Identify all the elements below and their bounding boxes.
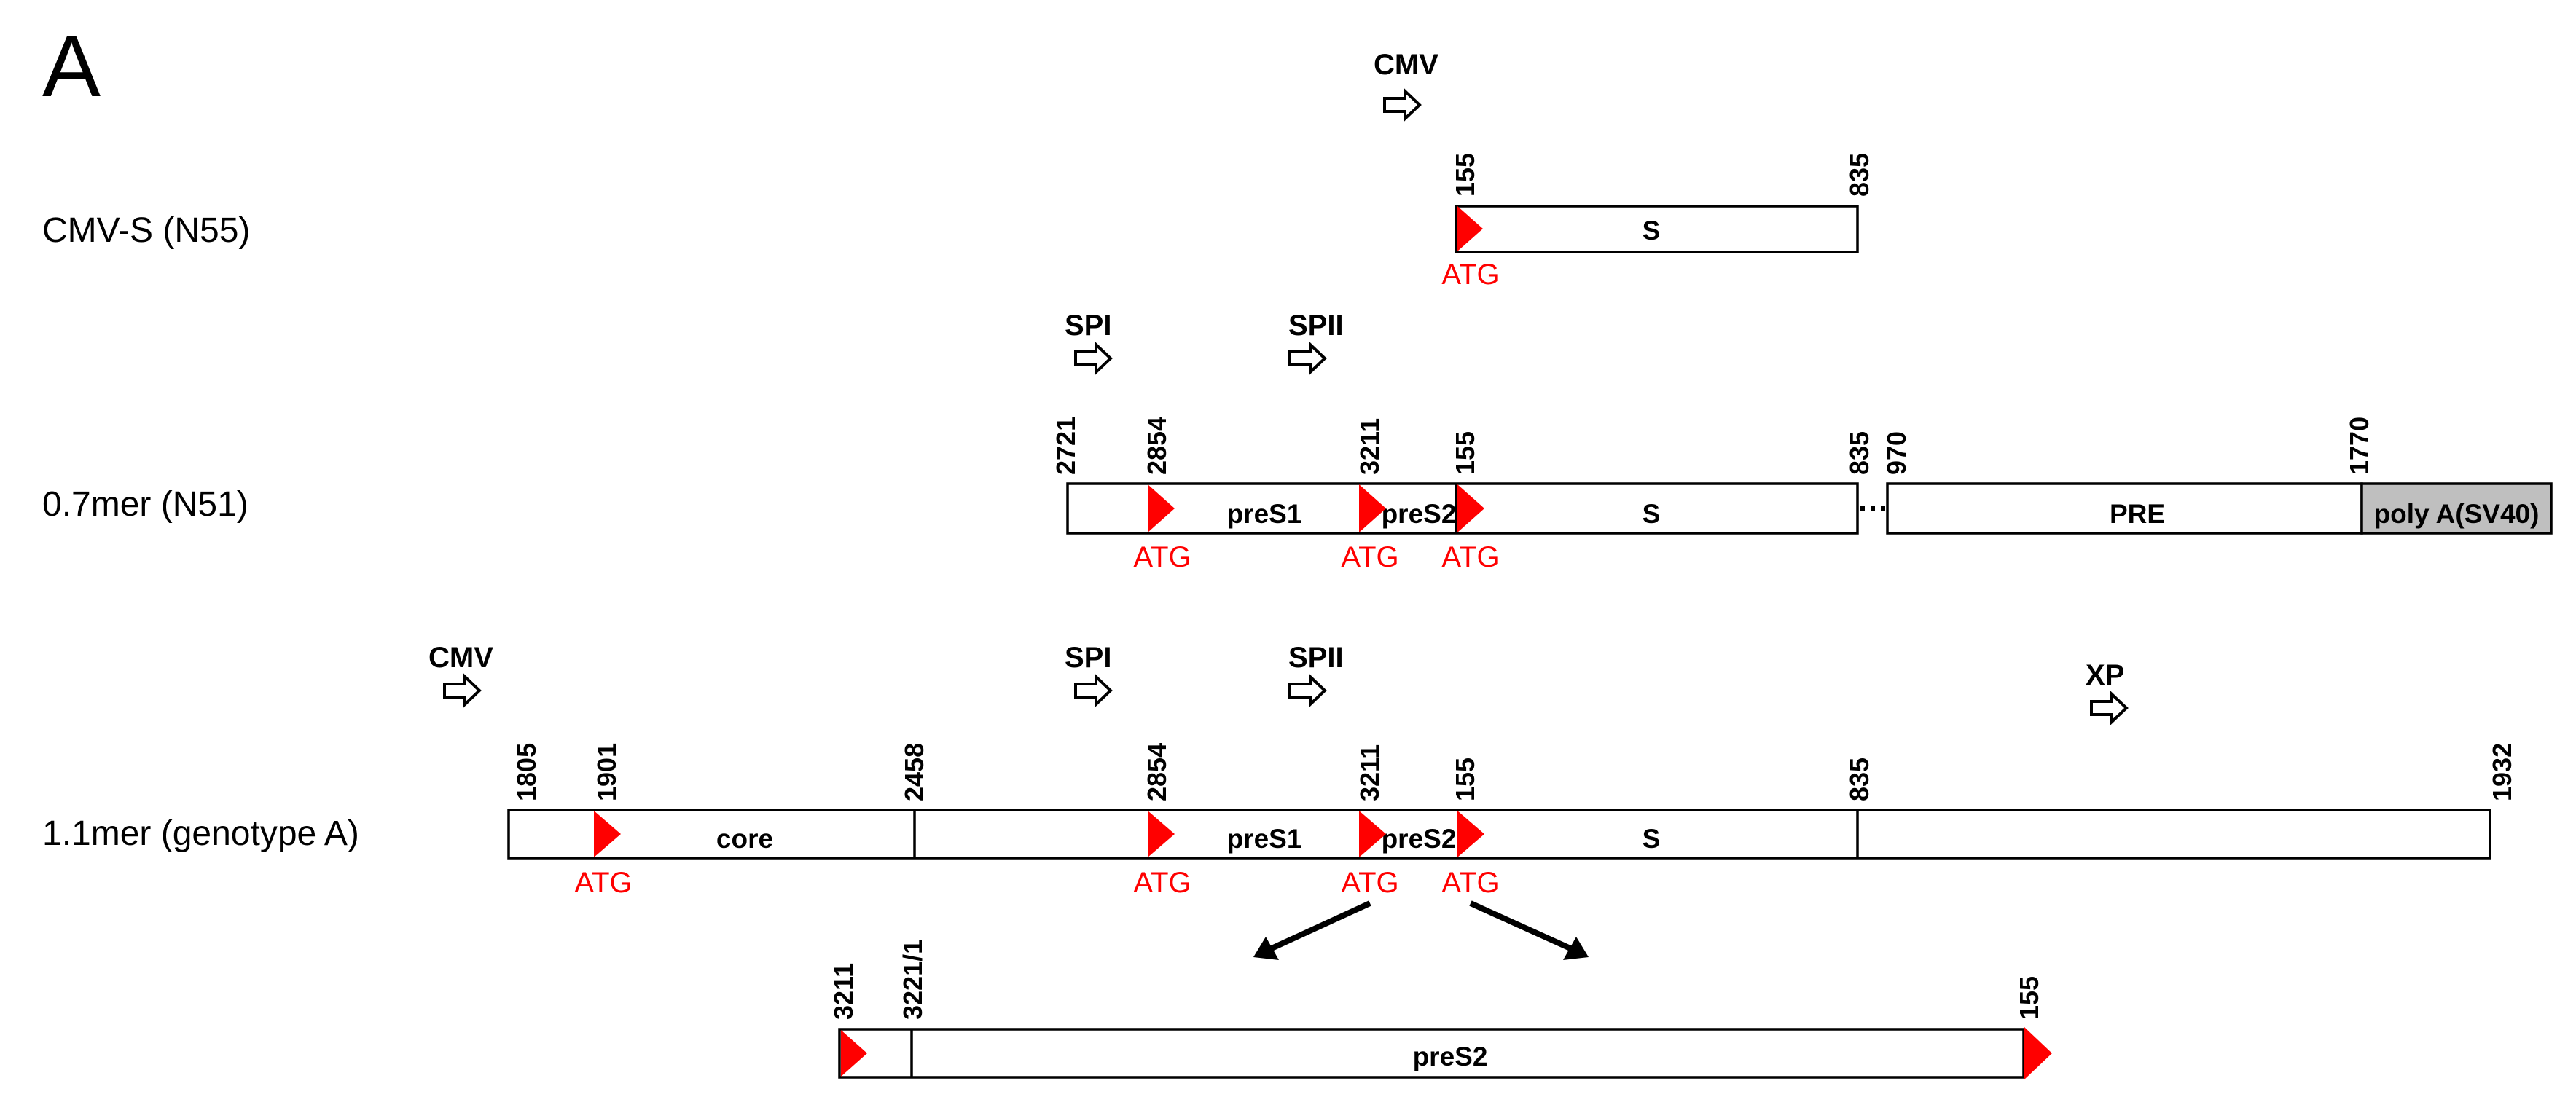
atg-marker-icon <box>1148 484 1175 532</box>
promoter-label-spii: SPII <box>1288 310 1344 342</box>
segment-label-s: S <box>1643 499 1661 529</box>
segment-label-pre: PRE <box>2110 499 2165 529</box>
panel-label: A <box>42 17 101 115</box>
promoter-label-cmv: CMV <box>1374 49 1438 81</box>
atg-label: ATG <box>1441 867 1499 899</box>
segment-label-pres2: preS2 <box>1382 824 1457 854</box>
position-label: 1770 <box>2344 417 2374 475</box>
position-label: 1805 <box>512 743 541 801</box>
position-label: 1901 <box>592 743 622 801</box>
atg-marker-icon <box>1359 484 1386 532</box>
atg-marker-icon <box>1148 811 1175 857</box>
position-label: 3211 <box>1355 744 1385 801</box>
arrowhead-icon <box>1253 937 1279 960</box>
zoom-arrows <box>1253 900 1589 960</box>
promoter-arrow-icon <box>443 675 481 706</box>
position-label: 1932 <box>2487 743 2517 801</box>
position-label: 3211 <box>829 963 858 1020</box>
atg-label: ATG <box>1441 541 1499 573</box>
construct-1-1mer: 1.1mer (genotype A) CMV SPI SPII XP 1805… <box>42 642 2517 899</box>
construct-cmv-s: CMV-S (N55) CMV 155 835 S ATG <box>42 49 1874 291</box>
atg-label: ATG <box>1133 867 1191 899</box>
promoter-label-xp: XP <box>2086 659 2124 691</box>
segment-label-s: S <box>1643 216 1661 245</box>
position-label: 835 <box>1844 758 1874 801</box>
zoom-arrow-right <box>1469 900 1572 951</box>
atg-marker-icon <box>594 811 621 857</box>
position-label: 2458 <box>899 743 929 801</box>
row-label-1-1mer: 1.1mer (genotype A) <box>42 814 359 853</box>
promoter-arrow-icon <box>1074 343 1112 374</box>
atg-marker-icon <box>1457 811 1484 857</box>
position-label: 835 <box>1844 153 1874 197</box>
segment-label-pres1: preS1 <box>1227 824 1302 854</box>
position-label: 155 <box>2014 976 2044 1020</box>
arrowhead-icon <box>1563 937 1589 960</box>
promoter-arrow-icon <box>1383 90 1421 120</box>
zoom-arrow-left <box>1270 900 1371 951</box>
position-label: 155 <box>1450 153 1480 197</box>
promoter-arrow-icon <box>1288 675 1326 706</box>
construct-pres2-detail: 3211 3221/1 155 preS2 <box>829 940 2052 1079</box>
segment-label-pres2: preS2 <box>1382 499 1457 529</box>
segment-label-s: S <box>1643 824 1661 854</box>
position-label: 3211 <box>1355 418 1385 475</box>
atg-label: ATG <box>1133 541 1191 573</box>
atg-marker-icon <box>1359 811 1386 857</box>
row-label-cmv-s: CMV-S (N55) <box>42 211 250 250</box>
segment-box-pre <box>1886 482 2363 535</box>
segment-label-pres2: preS2 <box>1413 1042 1488 1071</box>
position-label: 2721 <box>1051 417 1081 475</box>
atg-marker-icon <box>2024 1027 2052 1079</box>
position-label: 835 <box>1844 431 1874 475</box>
segment-box-s <box>1455 205 1859 253</box>
segment-box-genome <box>507 809 2491 860</box>
promoter-label-spi: SPI <box>1065 310 1111 342</box>
segment-box-pres2-detail <box>838 1028 2025 1079</box>
position-label: 2854 <box>1142 417 1172 475</box>
position-label: 3221/1 <box>898 940 928 1020</box>
position-label: 2854 <box>1142 743 1172 801</box>
segment-label-pres1: preS1 <box>1227 499 1302 529</box>
segment-box-poly-a <box>2360 482 2553 535</box>
segment-label-core: core <box>716 824 773 854</box>
atg-label: ATG <box>574 867 632 899</box>
promoter-label-spii: SPII <box>1288 642 1344 674</box>
position-label: 155 <box>1450 758 1480 801</box>
position-label: 970 <box>1882 431 1911 475</box>
row-label-0-7mer: 0.7mer (N51) <box>42 485 248 524</box>
promoter-arrow-icon <box>1074 675 1112 706</box>
construct-0-7mer: 0.7mer (N51) SPI SPII 2721 2854 3211 155… <box>42 310 2553 573</box>
atg-label: ATG <box>1341 867 1398 899</box>
promoter-arrow-icon <box>2090 693 2128 723</box>
promoter-label-spi: SPI <box>1065 642 1111 674</box>
atg-marker-icon <box>1457 206 1483 251</box>
promoter-label-cmv: CMV <box>428 642 493 674</box>
segment-label-poly-a: poly A(SV40) <box>2374 499 2540 529</box>
atg-marker-icon <box>1457 484 1484 532</box>
atg-marker-icon <box>841 1030 867 1077</box>
atg-label: ATG <box>1341 541 1398 573</box>
position-label: 155 <box>1450 431 1480 475</box>
promoter-arrow-icon <box>1288 343 1326 374</box>
atg-label: ATG <box>1441 259 1499 291</box>
